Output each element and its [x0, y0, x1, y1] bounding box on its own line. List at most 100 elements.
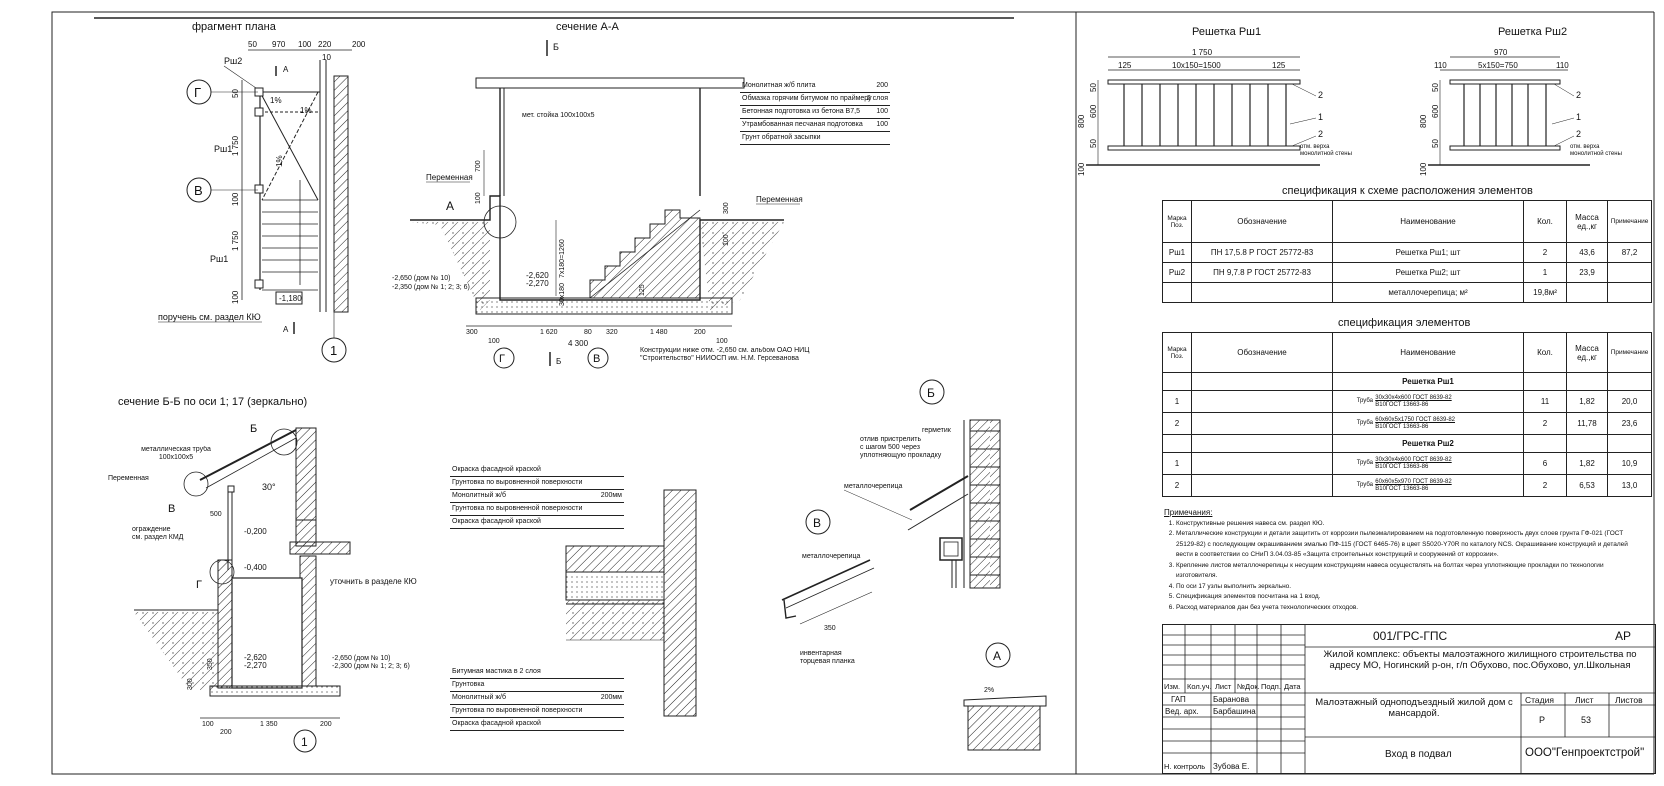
dim: 125	[639, 284, 646, 296]
layer-table-top: Окраска фасадной краской Грунтовка по вы…	[450, 464, 624, 529]
stamp-col: Лист	[1215, 682, 1232, 691]
level-label: -2,270	[244, 661, 267, 670]
note-item: Конструктивные решения навеса см. раздел…	[1176, 519, 1644, 530]
plan-slope: 1%	[275, 155, 284, 167]
grate1-dim: 100	[1077, 162, 1086, 176]
grate1-dim: 10x150=1500	[1172, 61, 1221, 70]
node-a-slope: 2%	[984, 687, 994, 694]
stamp-col: №Док.	[1237, 682, 1260, 691]
axis-g	[493, 347, 515, 369]
plan-rs2-label: Рш2	[224, 56, 242, 66]
node-b-sheet-label: металлочерепица	[844, 483, 903, 490]
grate2-dim: 800	[1419, 114, 1428, 128]
grate2-dim: 600	[1431, 104, 1440, 118]
grate-rs1: Решетка Рш1 1 750 125 10x150=1500 125 50…	[1077, 26, 1352, 176]
dim: 100	[716, 338, 728, 345]
grate-rs2: Решетка Рш2 970 110 5x150=750 110 50 600…	[1419, 26, 1622, 176]
section-bb: сечение Б-Б по оси 1; 17 (зеркально) Б В…	[108, 396, 417, 753]
layer-row: Окраска фасадной краской	[450, 464, 624, 477]
node-v: В металлочерепица 350 инвентарная торцев…	[781, 509, 875, 665]
spec-header: Наименование	[1332, 332, 1524, 373]
dim: 1 620	[540, 329, 558, 336]
plan-wall	[333, 75, 349, 313]
stamp-code: 001/ГРС-ГПС	[1373, 629, 1448, 643]
dim: 100	[202, 721, 214, 728]
spec-header: Наименование	[1332, 200, 1524, 243]
level-label: -2,650 (дом № 10)	[332, 655, 390, 662]
section-aa-title: сечение А-А	[556, 21, 619, 33]
svg-text:Б: Б	[927, 386, 935, 400]
layer-row: Грунтовка по выровненной поверхности	[450, 503, 624, 516]
layer-row: Окраска фасадной краской	[450, 718, 624, 731]
stamp-nkontrol: Н. контроль	[1164, 762, 1206, 771]
spec-header: Кол.	[1523, 200, 1567, 243]
stamp-col: Кол.уч.	[1187, 682, 1212, 691]
note-item: Спецификация элементов посчитана на 1 вх…	[1176, 592, 1644, 603]
layer-row: Грунтовка по выровненной поверхности	[450, 477, 624, 490]
stamp-project: Жилой комплекс: объекты малоэтажного жил…	[1323, 649, 1637, 671]
plan-rs1-label: Рш1	[210, 254, 228, 264]
grate1-dim: 50	[1089, 83, 1098, 92]
stamp-gap-name: Баранова	[1213, 695, 1250, 704]
layer-row: Грунт обратной засыпки	[740, 132, 890, 145]
pipe-label: металлическая труба 100x100x5	[141, 446, 211, 461]
dim: 30x180	[559, 283, 566, 306]
angle-label: 30°	[262, 482, 276, 492]
gasket-label: герметик	[922, 427, 952, 434]
spec-elements-table: Марка Поз. Обозначение Наименование Кол.…	[1162, 332, 1652, 497]
plan-cut-bottom: А	[283, 325, 289, 334]
grate2-dim: 50	[1431, 83, 1440, 92]
stamp-gap: ГАП	[1171, 695, 1186, 704]
plan-dim: 50	[231, 89, 240, 98]
plan-dim: 100	[231, 290, 240, 304]
plan-dim: 220	[318, 40, 332, 49]
stamp-nkontrol-name: Зубова Е.	[1213, 762, 1250, 771]
stamp-building: Малоэтажный одноподъездный жилой дом с м…	[1315, 697, 1513, 719]
notes-heading: Примечания:	[1164, 508, 1213, 517]
dim: 100	[488, 338, 500, 345]
grate1-dim: 125	[1272, 61, 1286, 70]
plan-fragment: фрагмент плана 50 970 100 220 200 10	[158, 21, 366, 363]
section-bb-variable: Переменная	[108, 475, 149, 482]
note-item: Крепление листов металлочерепицы к несущ…	[1176, 561, 1644, 582]
spec-header: Примечание	[1607, 200, 1652, 243]
spec-scheme-title: спецификация к схеме расположения элемен…	[1282, 185, 1533, 197]
spec-header: Обозначение	[1191, 332, 1333, 373]
dim: 300	[187, 678, 194, 690]
plan-dim: 10	[322, 53, 331, 62]
stamp-drawing: Вход в подвал	[1385, 749, 1452, 760]
section-bb-mark-g: Г	[196, 579, 202, 591]
axis-v	[587, 347, 609, 369]
plan-axis-1	[321, 337, 347, 363]
note-item: Расход материалов дан без учета технолог…	[1176, 603, 1644, 614]
variable-label-right: Переменная	[756, 195, 803, 204]
svg-text:1: 1	[330, 343, 337, 358]
dim: 700	[475, 160, 482, 172]
dim: 350	[207, 658, 214, 670]
svg-text:1: 1	[301, 735, 308, 749]
spec-header: Обозначение	[1191, 200, 1333, 243]
level-label: -2,270	[526, 279, 549, 288]
level-label: -2,620	[526, 271, 549, 280]
grate1-dim: 1 750	[1192, 48, 1213, 57]
svg-text:Г: Г	[194, 85, 201, 100]
section-bb-mark-v: В	[168, 503, 175, 515]
frame-left	[51, 11, 1077, 775]
plan-rs1-label: Рш1	[214, 144, 232, 154]
section-bb-axis	[293, 729, 317, 753]
section-bb-mark-b: Б	[250, 423, 257, 435]
grate1-pos: 1	[1318, 112, 1323, 122]
stamp-col: Подп.	[1261, 682, 1281, 691]
spec-group: Решетка Рш1	[1332, 372, 1524, 391]
section-aa-cut-mark-bottom: Б	[556, 357, 561, 366]
dim: 500	[210, 511, 222, 518]
stamp-vedarch: Вед. арх.	[1165, 707, 1199, 716]
dim: 350	[824, 625, 836, 632]
